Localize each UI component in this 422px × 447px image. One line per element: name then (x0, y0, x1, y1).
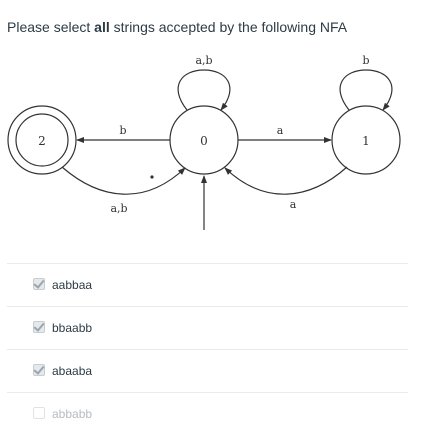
option-checkbox[interactable] (33, 363, 45, 376)
checkmark-icon (33, 363, 45, 375)
state-2: 2 (7, 105, 77, 175)
option-checkbox[interactable] (33, 320, 45, 333)
option-row[interactable]: aabbaa (7, 263, 408, 306)
loop-0-label: a,b (195, 54, 212, 67)
option-label: abbabb (52, 407, 93, 421)
option-row[interactable]: abaaba (7, 349, 408, 392)
option-label: abaaba (52, 364, 93, 378)
state-0: 0 (169, 105, 239, 175)
edge-0-to-2-label: b (119, 124, 126, 137)
question-prefix: Please select (7, 19, 95, 35)
question-prompt: Please select all strings accepted by th… (7, 19, 347, 35)
state-2-inner-ring (15, 113, 69, 167)
state-1-circle (331, 105, 401, 175)
question-emphasis: all (94, 19, 110, 35)
option-row[interactable]: abbabb (7, 392, 408, 435)
answer-options: aabbaa bbaabb abaaba abbabb (7, 263, 408, 435)
edge-1-to-0-label: a (290, 198, 297, 211)
loop-0-arrow (177, 69, 231, 111)
state-0-label: 0 (200, 134, 208, 148)
loop-1-arrow (339, 69, 393, 111)
checkmark-icon (33, 277, 45, 289)
state-1: 1 (331, 105, 401, 175)
edge-1-to-0-arrow (224, 166, 348, 195)
option-checkbox[interactable] (33, 277, 45, 290)
question-suffix: strings accepted by the following NFA (109, 19, 348, 35)
checkmark-icon (33, 320, 45, 332)
option-row[interactable]: bbaabb (7, 306, 408, 349)
edge-2-to-0-label: a,b (110, 202, 127, 215)
nfa-diagram: 2 0 1 a,b b b a,b a a (7, 54, 401, 230)
loop-1-label: b (362, 54, 369, 67)
option-label: aabbaa (52, 278, 93, 292)
state-1-label: 1 (362, 134, 370, 148)
edge-2-to-0-arrow (61, 166, 186, 195)
option-label: bbaabb (52, 321, 93, 335)
option-checkbox[interactable] (33, 407, 45, 419)
state-2-label: 2 (38, 134, 46, 148)
edge-2-to-0-dot (150, 175, 154, 179)
edge-0-to-1-label: a (277, 124, 284, 137)
